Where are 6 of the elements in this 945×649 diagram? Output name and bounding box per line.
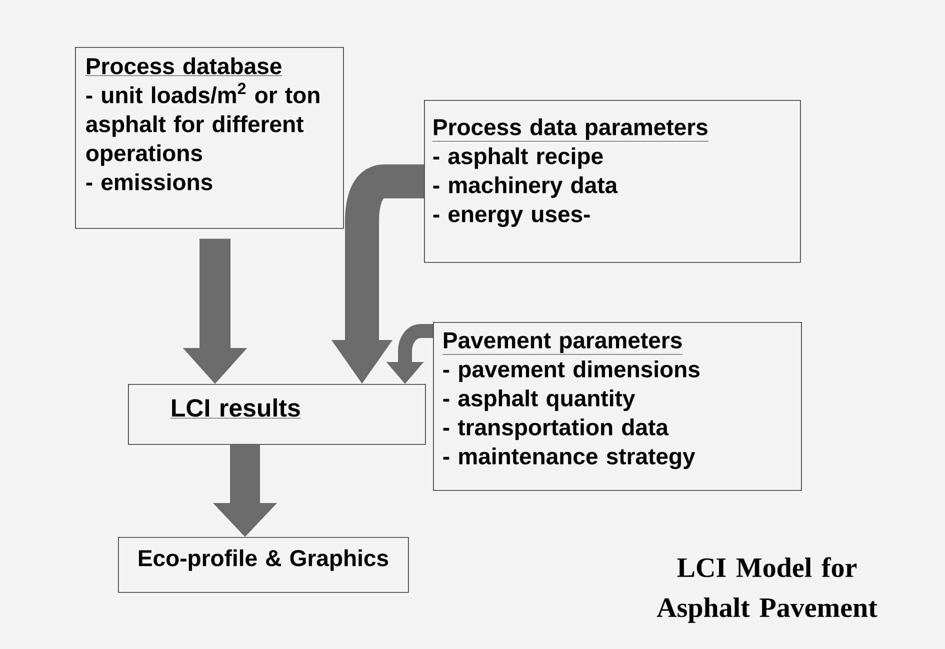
text-box: LCI results: [128, 384, 426, 445]
text-box: Pavement parameters - pavement dimensions - asphalt quantity - transportation data - maintenance strategy: [433, 322, 802, 491]
text-box: Process data parameters - asphalt recipe - machinery data - energy uses-: [424, 100, 801, 263]
title: LCI Model for Asphalt Pavement: [656, 557, 878, 623]
text-box: Process database - unit loads/m$^{2}$ or ton asphalt for different operations - emissions: [75, 47, 344, 229]
text-box: Eco-profile & Graphics: [118, 537, 409, 593]
